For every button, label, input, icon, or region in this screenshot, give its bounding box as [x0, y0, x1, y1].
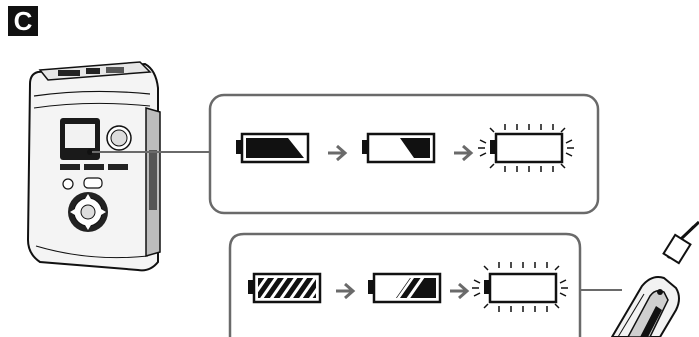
right-arrow-icon: [328, 144, 348, 162]
battery-full-icon: [248, 272, 322, 304]
right-arrow-icon: [450, 282, 470, 300]
right-arrow-icon: [454, 144, 474, 162]
remote-control-illustration: [610, 220, 699, 337]
right-arrow-icon: [336, 282, 356, 300]
cassette-player-illustration: [26, 61, 161, 272]
section-label: C: [8, 6, 38, 36]
battery-low-icon: [362, 132, 436, 164]
battery-half-icon: [368, 272, 442, 304]
remote-battery-panel: [228, 232, 582, 337]
player-battery-panel: [208, 93, 600, 215]
battery-half-icon: [236, 132, 310, 164]
battery-empty-flashing-icon: [472, 262, 568, 312]
battery-empty-flashing-icon: [478, 124, 574, 172]
